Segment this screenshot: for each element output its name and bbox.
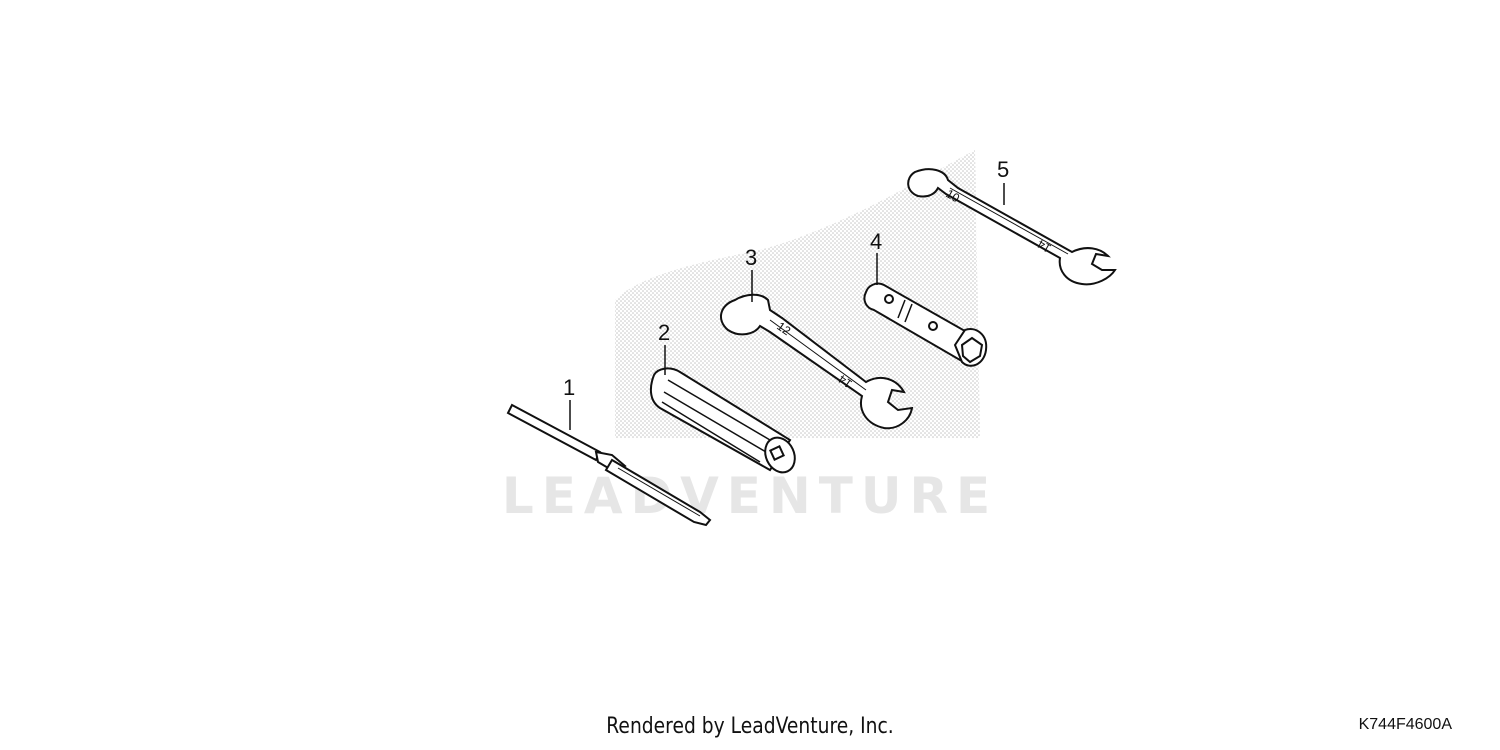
callout-5[interactable]: 5 [997,157,1009,182]
screwdriver-blade[interactable] [508,405,710,525]
wrench-12-14[interactable] [721,295,912,429]
wrench-10-14[interactable] [908,169,1115,284]
callout-2[interactable]: 2 [658,320,670,345]
plug-wrench[interactable] [864,284,986,366]
footer-credit: Rendered by LeadVenture, Inc. [606,714,894,739]
background-wing-logo [615,150,980,438]
screwdriver-handle[interactable] [651,368,800,477]
callout-4[interactable]: 4 [870,229,882,254]
diagram-code: K744F4600A [1358,716,1452,733]
callout-3[interactable]: 3 [745,245,757,270]
wrench5-marking-10: 10 [944,186,963,205]
watermark: LEADVENTURE [502,467,998,525]
wrench5-marking-14: 14 [1035,237,1054,256]
callout-leaders [569,183,1005,430]
callout-1[interactable]: 1 [563,375,575,400]
